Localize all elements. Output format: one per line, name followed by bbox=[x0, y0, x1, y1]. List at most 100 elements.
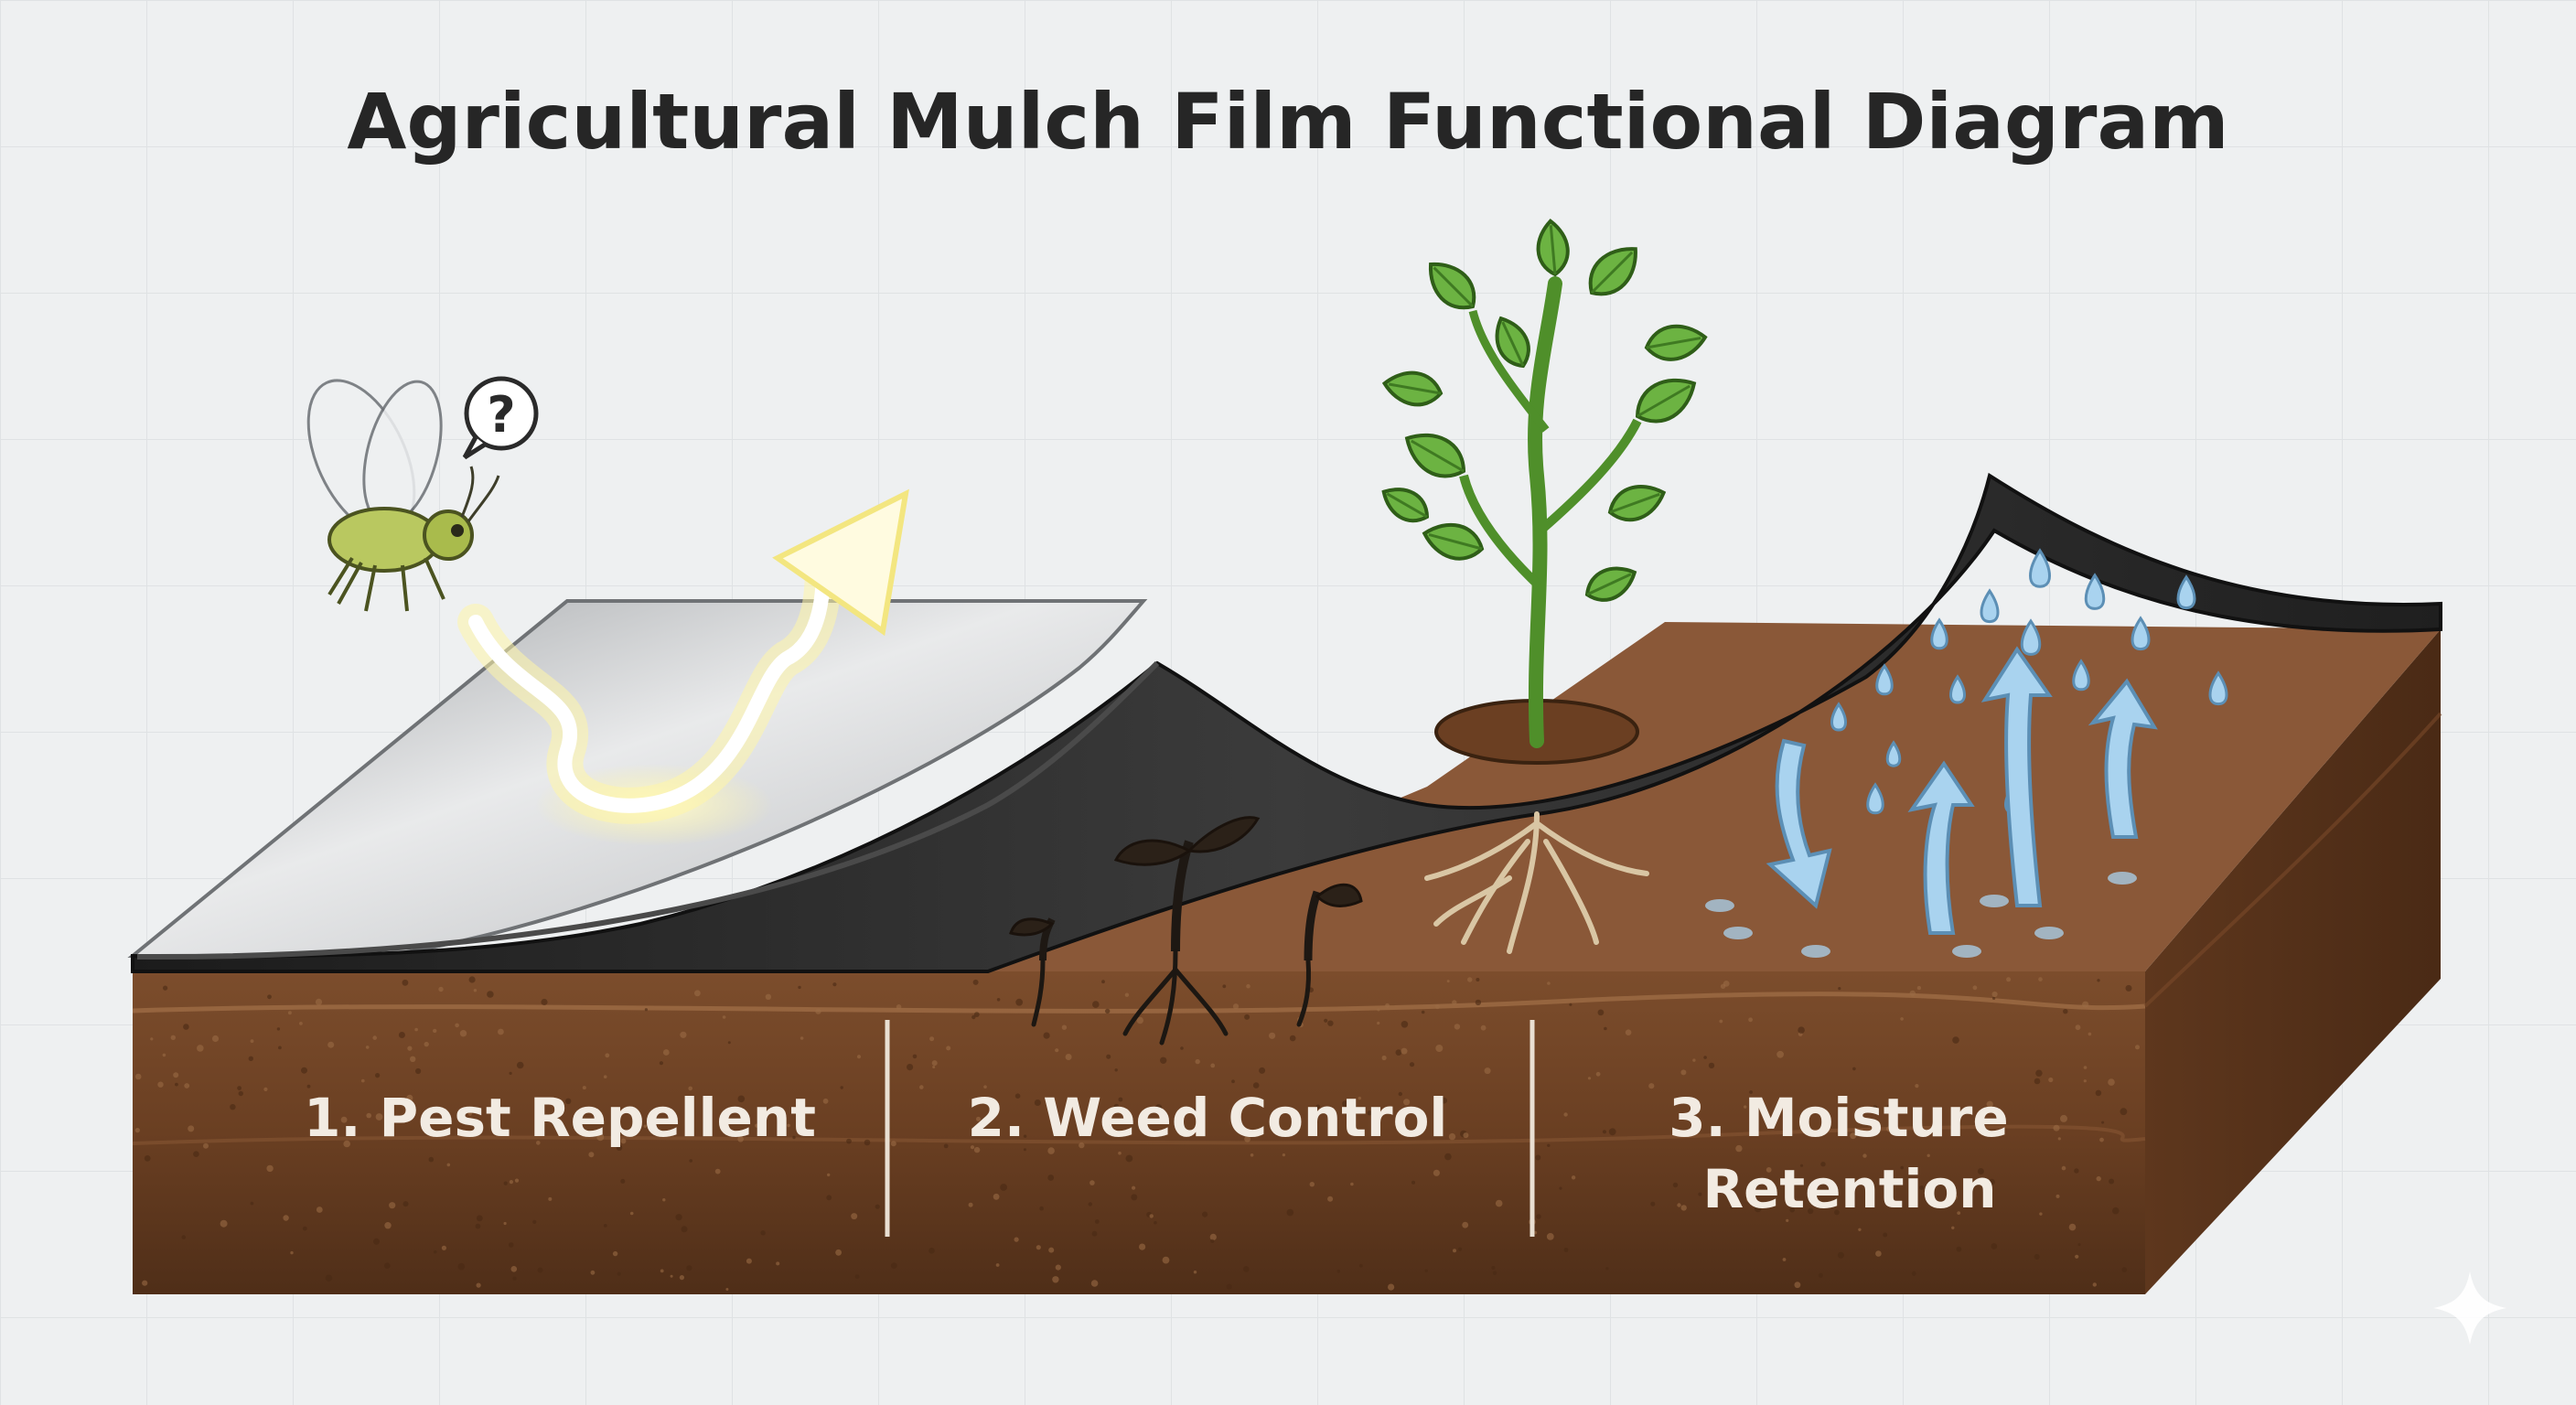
moisture-arrow-up bbox=[1980, 646, 2053, 907]
soil-speck bbox=[1956, 1246, 1962, 1252]
plant-leaf bbox=[1635, 378, 1697, 424]
soil-speck bbox=[1252, 1082, 1260, 1089]
soil-speck bbox=[373, 1238, 380, 1245]
soil-speck bbox=[1546, 1233, 1554, 1240]
soil-speck bbox=[1421, 1010, 1425, 1014]
soil-speck bbox=[1680, 1069, 1687, 1076]
soil-speck bbox=[476, 1215, 483, 1222]
soil-speck bbox=[1991, 1243, 1998, 1249]
soil-strata-line bbox=[2143, 712, 2442, 1008]
moisture-arrow-down bbox=[1766, 738, 1832, 909]
soil-speck bbox=[1862, 1153, 1867, 1158]
soil-speck bbox=[1043, 1032, 1050, 1039]
soil-speck bbox=[1754, 1205, 1762, 1213]
soil-speck bbox=[2095, 1089, 2102, 1097]
crop-plant bbox=[1381, 219, 1708, 748]
water-droplet bbox=[1866, 782, 1884, 815]
soil-speck bbox=[976, 1116, 981, 1121]
soil-speck bbox=[798, 985, 801, 990]
soil-speck bbox=[434, 1249, 437, 1254]
soil-speck bbox=[150, 1037, 154, 1041]
soil-speck bbox=[1444, 1153, 1452, 1161]
soil-speck bbox=[1209, 1233, 1217, 1240]
soil-speck bbox=[1315, 1104, 1321, 1109]
soil-speck bbox=[398, 1032, 405, 1038]
soil-speck bbox=[679, 1275, 685, 1281]
soil-speck bbox=[1289, 1035, 1296, 1042]
soil-speck bbox=[1409, 1062, 1415, 1067]
soil-speck bbox=[2055, 1194, 2060, 1198]
soil-speck bbox=[1309, 1114, 1313, 1118]
soil-speck bbox=[1101, 980, 1105, 984]
soil-speck bbox=[1820, 1162, 1826, 1167]
soil-speck bbox=[276, 1027, 281, 1031]
soil-speck bbox=[1114, 1068, 1118, 1072]
soil-speck bbox=[1039, 1206, 1044, 1211]
soil-speck bbox=[375, 1113, 383, 1121]
soil-speck bbox=[1625, 1029, 1632, 1035]
soil-speck bbox=[2038, 977, 2043, 981]
soil-speck bbox=[1952, 1036, 1959, 1044]
soil-speck bbox=[1463, 1132, 1469, 1139]
soil-speck bbox=[446, 1163, 451, 1167]
soil-speck bbox=[1476, 978, 1480, 981]
soil-speck bbox=[211, 1035, 220, 1043]
soil-speck bbox=[1605, 1267, 1609, 1271]
soil-speck bbox=[230, 1104, 236, 1110]
soil-speck bbox=[266, 1164, 274, 1173]
soil-speck bbox=[1680, 1205, 1687, 1211]
soil-speck bbox=[1916, 985, 1922, 991]
soil-speck bbox=[343, 1140, 351, 1148]
soil-speck bbox=[1730, 1192, 1733, 1196]
soil-speck bbox=[943, 1143, 949, 1149]
soil-speck bbox=[1950, 1194, 1958, 1200]
soil-speck bbox=[662, 1049, 670, 1056]
soil-speck bbox=[173, 1072, 179, 1078]
soil-speck bbox=[1433, 1169, 1440, 1176]
soil-speck bbox=[1491, 1266, 1496, 1270]
soil-speck bbox=[301, 1067, 307, 1074]
soil-speck bbox=[1597, 1009, 1605, 1016]
soil-speck bbox=[2039, 1212, 2043, 1216]
water-droplet bbox=[2176, 574, 2196, 610]
aphid-insect bbox=[306, 379, 500, 612]
soil-strata-line bbox=[132, 992, 2146, 1014]
soil-speck bbox=[1160, 1056, 1167, 1065]
soil-speck bbox=[250, 1201, 254, 1206]
soil-speck bbox=[1246, 983, 1250, 989]
water-droplet bbox=[1980, 588, 2000, 624]
soil-speck bbox=[516, 1061, 524, 1069]
soil-speck bbox=[2068, 1223, 2077, 1231]
soil-speck bbox=[1055, 1048, 1059, 1053]
soil-speck bbox=[2083, 1066, 2088, 1069]
soil-speck bbox=[1155, 1104, 1163, 1111]
soil-speck bbox=[503, 1181, 508, 1185]
soil-speck bbox=[2060, 1114, 2067, 1122]
soil-speck bbox=[875, 1204, 880, 1209]
soil-speck bbox=[603, 1224, 607, 1228]
soil-speck bbox=[675, 1214, 682, 1221]
soil-speck bbox=[1547, 1143, 1551, 1148]
soil-speck bbox=[532, 1219, 537, 1224]
soil-speck bbox=[1495, 1199, 1503, 1207]
soil-speck bbox=[1441, 1097, 1447, 1104]
soil-speck bbox=[438, 986, 444, 992]
moisture-arrow-up bbox=[1907, 760, 1975, 935]
soil-speck bbox=[134, 1073, 142, 1080]
soil-speck bbox=[142, 1280, 148, 1286]
soil-speck bbox=[1435, 1045, 1444, 1052]
soil-speck bbox=[1231, 1079, 1235, 1084]
soil-speck bbox=[503, 1221, 507, 1226]
section-label-moisture-retention: 3. Moisture bbox=[1669, 1087, 2009, 1149]
soil-speck bbox=[510, 1266, 518, 1272]
soil-speck bbox=[1782, 1258, 1787, 1261]
confused-speech-bubble: ? bbox=[462, 376, 539, 460]
soil-speck bbox=[1730, 1206, 1733, 1209]
soil-speck bbox=[725, 1288, 729, 1291]
soil-speck bbox=[996, 998, 1001, 1002]
soil-speck bbox=[912, 1054, 918, 1059]
soil-speck bbox=[1193, 1108, 1197, 1112]
soil-speck bbox=[1047, 1174, 1055, 1181]
soil-speck bbox=[316, 1207, 323, 1213]
soil-speck bbox=[1091, 1230, 1098, 1237]
